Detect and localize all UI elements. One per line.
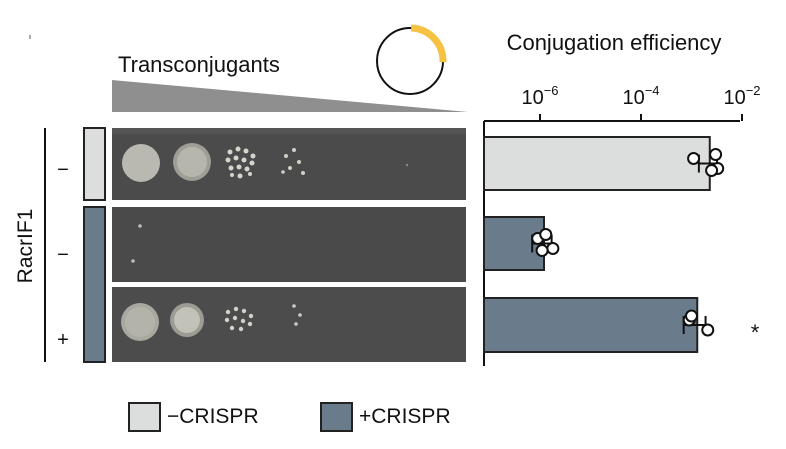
bar: [483, 136, 711, 191]
plate-row-1: [112, 128, 466, 200]
bar: [483, 297, 699, 353]
legend-label-minus-crispr: −CRISPR: [167, 405, 259, 428]
legend-swatch-minus-crispr: [128, 402, 161, 432]
data-point: [546, 242, 560, 255]
bars: [483, 136, 725, 353]
dilution-wedge: [112, 80, 468, 112]
colony-sparse: [281, 148, 305, 175]
row-sign-1: −: [57, 159, 69, 181]
data-point: [701, 323, 715, 337]
data-point: [685, 309, 698, 323]
colony-cluster: [225, 146, 256, 179]
data-point: [687, 152, 701, 165]
legend-label-plus-crispr: +CRISPR: [359, 405, 451, 428]
row-sign-3: +: [57, 329, 69, 351]
row-sign-2: −: [57, 244, 69, 266]
data-point: [539, 228, 553, 241]
colony-spot: [122, 144, 160, 182]
colony-spot: [125, 307, 155, 337]
colony-sparse: [292, 304, 302, 326]
x-tick-label: 10−2: [723, 83, 760, 109]
plasmid-icon: [376, 24, 447, 95]
plate-row-2: [112, 207, 466, 282]
plasmid-insert-arc: [410, 24, 447, 63]
legend-swatch-plus-crispr: [320, 402, 353, 432]
x-tick-label: 10−6: [521, 83, 558, 109]
x-tick-label: 10−4: [622, 83, 659, 109]
legend-item-plus-crispr: +CRISPR: [320, 402, 451, 432]
data-point: [705, 164, 719, 177]
x-ticks: 10−6 10−4 10−2: [521, 83, 761, 121]
colony-spot: [174, 307, 200, 333]
legend-item-minus-crispr: −CRISPR: [128, 402, 259, 432]
crispr-indicator-plus: [83, 206, 106, 363]
colony-cluster: [224, 306, 254, 332]
plates-label: Transconjugants: [118, 52, 280, 77]
data-point: [535, 244, 549, 257]
row-axis-label: RacrIF1: [14, 209, 37, 284]
chart-title: Conjugation efficiency: [507, 30, 722, 55]
crispr-indicator-minus: [83, 127, 106, 201]
significance-mark: *: [751, 320, 760, 345]
plate-row-3: [112, 287, 466, 362]
colony-spot: [177, 147, 207, 177]
data-point: [709, 148, 723, 161]
